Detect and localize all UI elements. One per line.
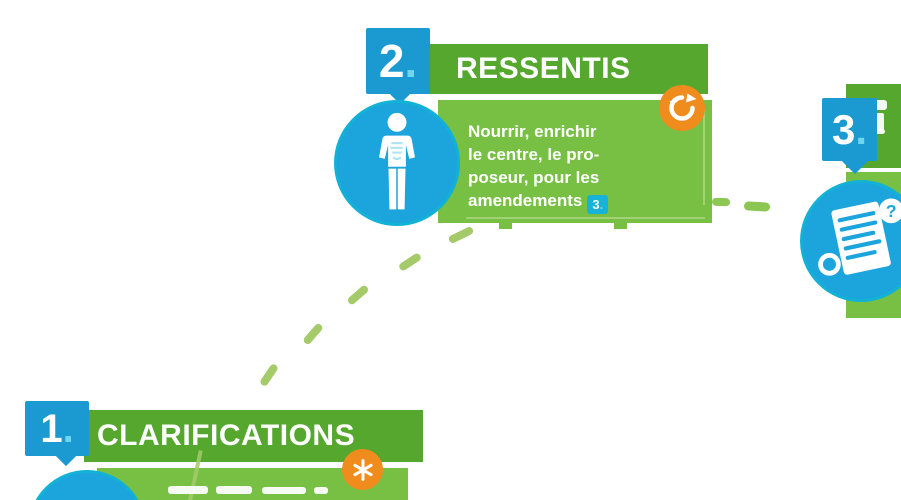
body-line: le centre, le pro- [468, 145, 600, 164]
badge-dot: . [62, 406, 74, 451]
step2-title: RESSENTIS [456, 52, 631, 85]
step3-number-badge: 3. [822, 98, 877, 161]
connector-dash [258, 362, 280, 388]
step2-body-text: Nourrir, enrichir le centre, le pro- pos… [468, 120, 609, 214]
step2-number-badge: 2. [366, 28, 430, 94]
step1-title: CLARIFICATIONS [97, 419, 356, 452]
box-tab [614, 222, 627, 229]
connector-dash [346, 284, 370, 306]
badge-digit: 2 [378, 35, 405, 87]
connector-dash [447, 225, 475, 245]
step1-number-badge: 1. [25, 401, 89, 456]
asterisk-icon [342, 449, 383, 490]
connector-dash [302, 322, 324, 346]
clipped-text-fragment [262, 487, 306, 494]
inline-step3-badge: 3. [587, 195, 609, 214]
svg-text:?: ? [886, 201, 897, 221]
badge-dot: . [855, 105, 868, 153]
body-line: amendements [468, 191, 583, 210]
person-body-icon [379, 112, 415, 210]
badge-digit: 3 [831, 105, 856, 153]
inline-badge-dot: . [599, 197, 604, 212]
badge-digit: 1 [40, 406, 63, 451]
clipped-text-fragment [168, 486, 208, 494]
refresh-icon [659, 85, 705, 131]
cutoff-glyph-fragment [876, 113, 884, 131]
step2-header: RESSENTIS [426, 44, 708, 94]
connector-dash [711, 197, 731, 207]
step3-icon-circle: ? [800, 180, 901, 302]
badge-dot: . [404, 35, 418, 87]
clipped-text-fragment [216, 486, 252, 494]
cutoff-glyph-fragment [871, 129, 885, 134]
box-tab [499, 222, 512, 229]
connector-dash [397, 252, 423, 272]
document-question-icon: ? [818, 198, 901, 276]
step2-icon-circle [334, 100, 460, 226]
body-line: Nourrir, enrichir [468, 122, 597, 141]
body-line: poseur, pour les [468, 168, 600, 187]
connector-dash [743, 201, 771, 212]
cutoff-glyph-fragment [872, 100, 887, 110]
clipped-text-fragment [314, 487, 328, 494]
inline-badge-digit: 3 [592, 197, 600, 212]
